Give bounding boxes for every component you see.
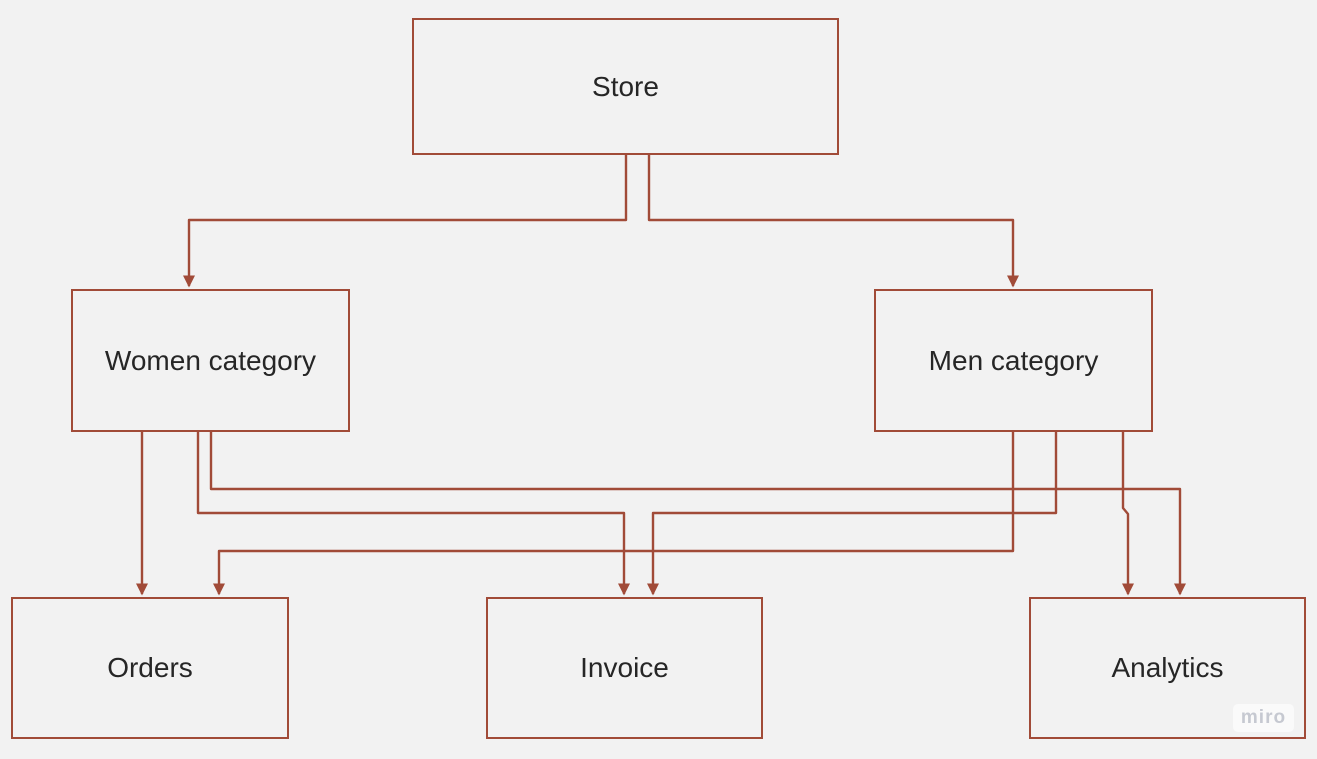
connector-men-to-analytics <box>1121 431 1134 596</box>
shape-invoice[interactable]: Invoice <box>486 597 763 739</box>
shape-label-orders: Orders <box>107 652 193 684</box>
miro-watermark: miro <box>1233 704 1294 732</box>
shape-label-invoice: Invoice <box>580 652 669 684</box>
connector-men-to-invoice <box>647 431 1058 596</box>
shape-orders[interactable]: Orders <box>11 597 289 739</box>
connector-women-to-invoice <box>196 431 630 596</box>
shape-label-store: Store <box>592 70 659 102</box>
connector-store-to-women-category <box>183 154 628 288</box>
shape-store[interactable]: Store <box>412 18 839 155</box>
connector-store-to-men-category <box>647 154 1019 288</box>
shape-label-men-category: Men category <box>928 344 1099 376</box>
connector-men-to-orders <box>213 431 1015 596</box>
shape-women-category[interactable]: Women category <box>71 289 350 432</box>
shape-label-analytics: Analytics <box>1111 652 1224 684</box>
connector-women-to-analytics <box>209 431 1186 596</box>
miro-watermark-label: miro <box>1240 707 1287 728</box>
shape-label-women-category: Women category <box>104 344 317 376</box>
shape-men-category[interactable]: Men category <box>874 289 1153 432</box>
